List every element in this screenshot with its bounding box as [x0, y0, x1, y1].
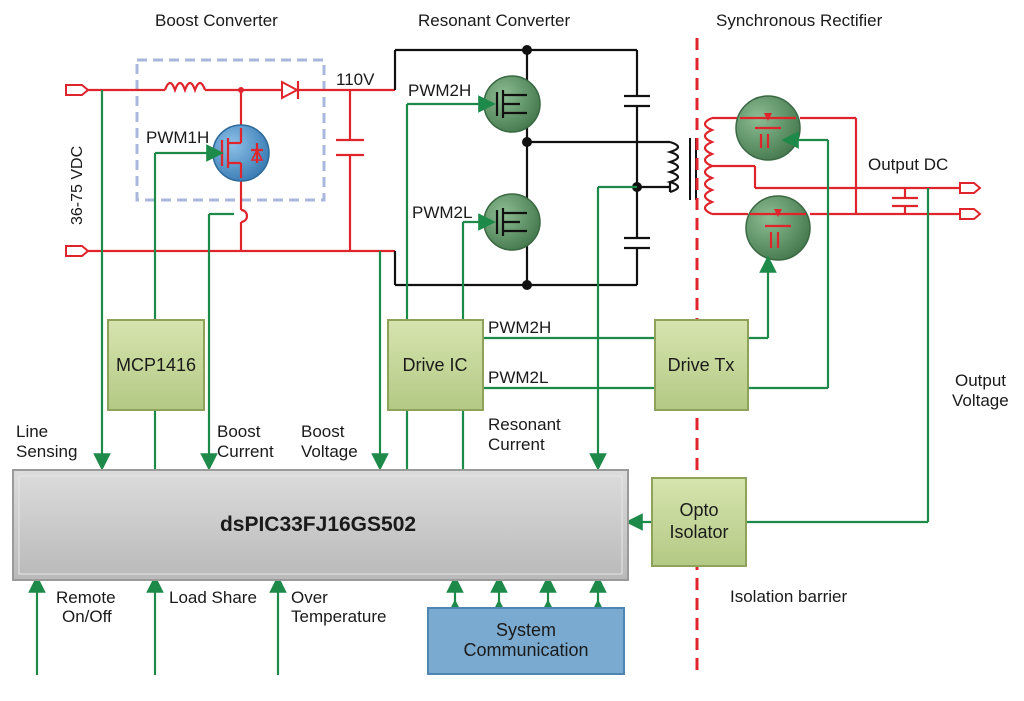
drive-tx-block: Drive Tx [654, 319, 749, 411]
bus-voltage-label: 110V [336, 70, 375, 89]
sync-rectifier-mosfet-top [735, 95, 801, 161]
opto-label-line2: Isolator [669, 522, 728, 542]
input-power-path [65, 80, 395, 257]
pwm2l-label: PWM2L [412, 203, 472, 222]
pwm2l-line-label: PWM2L [488, 368, 548, 387]
line-sensing-label-1: Line [16, 422, 48, 441]
opto-isolator-block: Opto Isolator [651, 477, 747, 567]
pwm2l-mosfet [483, 193, 541, 251]
output-voltage-label-1: Output [955, 371, 1006, 390]
mcu-label: dsPIC33FJ16GS502 [220, 513, 416, 536]
boost-converter-box [135, 58, 326, 202]
resonant-converter-title: Resonant Converter [418, 11, 570, 30]
drive-ic-block: Drive IC [387, 319, 484, 411]
resonant-current-label-2: Current [488, 435, 545, 454]
transformer [689, 116, 715, 216]
pwm2h-mosfet [483, 75, 541, 133]
pwm2h-label: PWM2H [408, 81, 471, 100]
syscom-label-line1: System [496, 620, 556, 640]
drive-tx-label: Drive Tx [668, 355, 735, 375]
remote-label-2: On/Off [62, 607, 112, 626]
synchronous-rectifier-title: Synchronous Rectifier [716, 11, 883, 30]
opto-label-line1: Opto [679, 500, 718, 520]
boost-converter-title: Boost Converter [155, 11, 278, 30]
boost-mosfet [212, 124, 270, 182]
mcu-block: dsPIC33FJ16GS502 [12, 469, 629, 581]
boost-voltage-label-1: Boost [301, 422, 345, 441]
mcp1416-block: MCP1416 [107, 319, 205, 411]
boost-current-label-2: Current [217, 442, 274, 461]
syscom-label-line2: Communication [463, 640, 588, 660]
output-voltage-label-2: Voltage [952, 391, 1009, 410]
over-temp-label-1: Over [291, 588, 328, 607]
signal-lines [28, 90, 930, 675]
over-temp-label-2: Temperature [291, 607, 386, 626]
resonant-current-label-1: Resonant [488, 415, 561, 434]
sync-rectifier-path [710, 116, 982, 220]
sync-rectifier-mosfet-bottom [745, 195, 811, 261]
drive-ic-label: Drive IC [402, 355, 467, 375]
boost-voltage-label-2: Voltage [301, 442, 358, 461]
pwm1h-label: PWM1H [146, 128, 209, 147]
remote-label-1: Remote [56, 588, 116, 607]
system-communication-block: System Communication [427, 607, 625, 675]
boost-current-label-1: Boost [217, 422, 261, 441]
load-share-label: Load Share [169, 588, 257, 607]
pwm2h-line-label: PWM2H [488, 318, 551, 337]
output-dc-label: Output DC [868, 155, 948, 174]
isolation-barrier-label: Isolation barrier [730, 587, 848, 606]
mcp1416-label: MCP1416 [116, 355, 196, 375]
input-voltage-label: 36-75 VDC [69, 146, 86, 225]
line-sensing-label-2: Sensing [16, 442, 77, 461]
